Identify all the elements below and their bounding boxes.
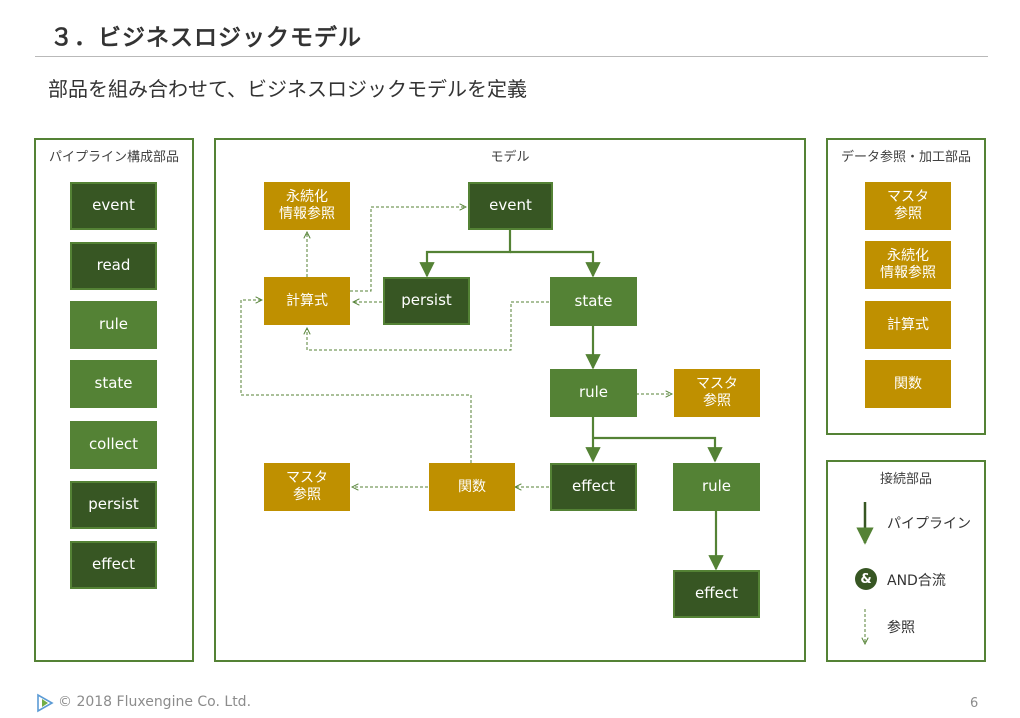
part-persistent-info-ref: 永続化 情報参照 <box>865 241 951 289</box>
node-event: event <box>468 182 553 230</box>
node-master-ref-1: マスタ 参照 <box>674 369 760 417</box>
connector-parts-panel: 接続部品 <box>826 460 986 662</box>
copyright-text: © 2018 Fluxengine Co. Ltd. <box>58 694 252 710</box>
node-effect-2: effect <box>673 570 760 618</box>
node-persist: persist <box>383 277 470 325</box>
node-effect-1: effect <box>550 463 637 511</box>
fluxengine-logo-icon <box>37 693 54 713</box>
part-collect: collect <box>70 421 157 469</box>
slide-subtitle: 部品を組み合わせて、ビジネスロジックモデルを定義 <box>48 77 527 101</box>
part-read: read <box>70 242 157 290</box>
part-rule: rule <box>70 301 157 349</box>
part-effect: effect <box>70 541 157 589</box>
legend-reference-label: 参照 <box>887 620 915 636</box>
node-calc: 計算式 <box>264 277 350 325</box>
node-function: 関数 <box>429 463 515 511</box>
page-number: 6 <box>970 696 979 711</box>
node-persistent-info-ref: 永続化 情報参照 <box>264 182 350 230</box>
legend-and-join-label: AND合流 <box>887 573 946 589</box>
slide-title: ３．ビジネスロジックモデル <box>50 25 362 51</box>
node-rule-2: rule <box>673 463 760 511</box>
connector-parts-title: 接続部品 <box>879 472 932 487</box>
model-title: モデル <box>490 150 530 165</box>
title-divider <box>35 56 988 57</box>
legend-pipeline-label: パイプライン <box>887 516 971 532</box>
data-parts-title: データ参照・加工部品 <box>840 150 971 165</box>
part-event: event <box>70 182 157 230</box>
part-function: 関数 <box>865 360 951 408</box>
part-master-ref: マスタ 参照 <box>865 182 951 230</box>
part-persist: persist <box>70 481 157 529</box>
part-state: state <box>70 360 157 408</box>
pipe-event-to-state <box>510 250 601 278</box>
pipe-event-split <box>419 230 512 278</box>
ref-function-to-calc <box>240 300 472 463</box>
ref-state-to-calc <box>307 301 549 351</box>
and-join-icon: & <box>855 568 877 590</box>
node-state: state <box>550 277 637 326</box>
pipeline-parts-title: パイプライン構成部品 <box>48 150 179 165</box>
pipe-rule-to-rule2 <box>593 436 723 463</box>
node-rule-1: rule <box>550 369 637 417</box>
node-master-ref-2: マスタ 参照 <box>264 463 350 511</box>
part-calc: 計算式 <box>865 301 951 349</box>
ref-calc-to-event <box>350 207 466 292</box>
